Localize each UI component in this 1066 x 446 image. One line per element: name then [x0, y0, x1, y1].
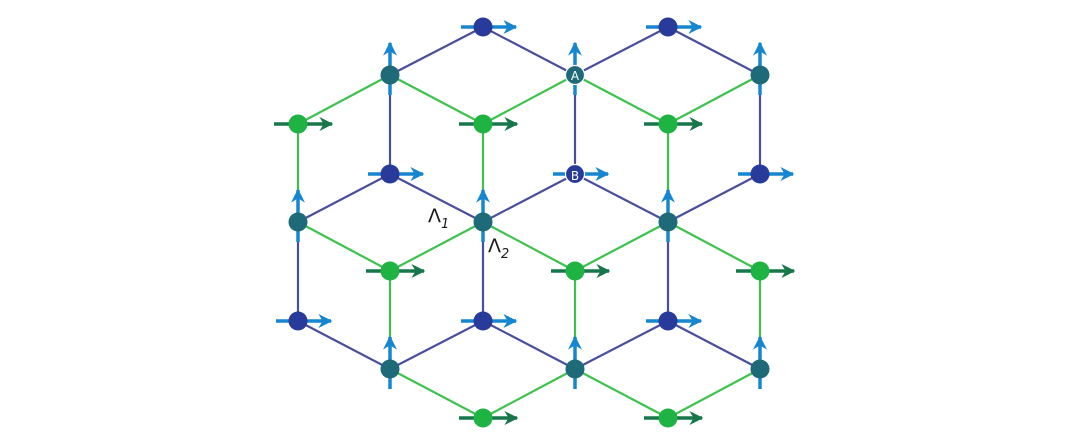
green-bond: [667, 368, 761, 419]
site-a-label: A: [571, 69, 580, 83]
green-bond: [574, 368, 669, 419]
green-bond: [482, 221, 576, 272]
green-bond: [389, 74, 484, 125]
blue-site: [658, 17, 678, 37]
green-bond: [389, 221, 484, 272]
green-site: [565, 261, 585, 281]
blue-site: [658, 311, 678, 331]
lambda-1-label: Λ1: [428, 205, 449, 232]
teal-site: [750, 65, 770, 85]
blue-bond: [297, 173, 391, 223]
blue-sublattice-bonds: [296, 26, 762, 370]
blue-site: [565, 164, 585, 184]
green-bond: [482, 74, 576, 125]
blue-site: [750, 164, 770, 184]
teal-site: [288, 212, 308, 232]
blue-bond: [482, 320, 576, 370]
spin-arrows: [274, 20, 796, 425]
blue-bond: [389, 320, 484, 370]
teal-site: [565, 359, 585, 379]
green-site: [750, 261, 770, 281]
teal-site: [380, 359, 400, 379]
site-b-label: B: [571, 169, 579, 183]
green-site: [473, 114, 493, 134]
blue-bond: [667, 173, 761, 223]
blue-site: [473, 17, 493, 37]
green-bond: [574, 221, 669, 272]
green-site: [380, 261, 400, 281]
lattice-sites: [288, 17, 770, 428]
blue-bond: [667, 320, 761, 370]
green-bond: [574, 74, 669, 125]
green-site: [658, 408, 678, 428]
blue-bond: [574, 320, 669, 370]
blue-bond: [389, 173, 484, 223]
green-bond: [297, 221, 391, 272]
green-site: [473, 408, 493, 428]
blue-site: [473, 311, 493, 331]
green-bond: [482, 368, 576, 419]
blue-bond: [667, 26, 761, 76]
green-bond: [667, 221, 761, 272]
green-bond: [389, 368, 484, 419]
blue-bond: [574, 26, 669, 76]
blue-bond: [297, 320, 391, 370]
blue-bond: [482, 173, 576, 223]
green-site: [658, 114, 678, 134]
site-b-outline: [564, 163, 586, 185]
blue-bond: [482, 26, 576, 76]
blue-bond: [574, 173, 669, 223]
blue-site: [288, 311, 308, 331]
green-site: [288, 114, 308, 134]
teal-site: [473, 212, 493, 232]
teal-site: [658, 212, 678, 232]
teal-site: [750, 359, 770, 379]
teal-site: [380, 65, 400, 85]
teal-site: [565, 65, 585, 85]
blue-bond: [389, 26, 484, 76]
green-bond: [297, 74, 391, 125]
lambda-2-label: Λ2: [488, 235, 509, 262]
site-a-outline: [564, 64, 586, 86]
green-bond: [667, 74, 761, 125]
green-sublattice-bonds: [296, 74, 762, 419]
blue-site: [380, 164, 400, 184]
